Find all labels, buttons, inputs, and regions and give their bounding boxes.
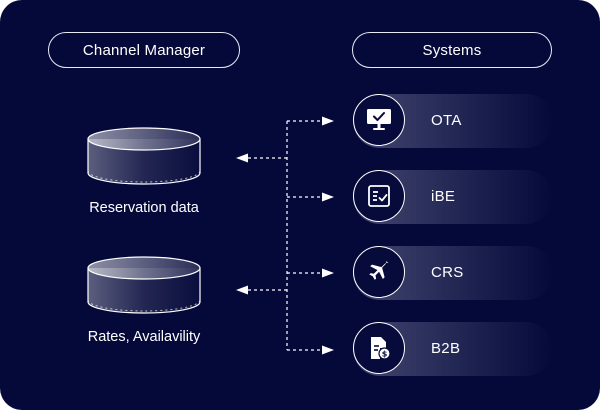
arrowhead-ota <box>322 116 334 126</box>
checklist-icon <box>353 170 405 222</box>
channel-manager-header: Channel Manager <box>48 32 240 68</box>
channel-manager-header-label: Channel Manager <box>82 41 206 59</box>
svg-text:$: $ <box>382 350 388 359</box>
arrowhead-reservation <box>236 153 248 163</box>
rates-availability-label: Rates, Availavility <box>87 329 201 345</box>
system-row-ibe: iBE <box>353 170 553 224</box>
systems-header-label: Systems <box>422 41 482 59</box>
airplane-icon <box>353 246 405 298</box>
system-row-b2b: $ B2B <box>353 322 553 376</box>
reservation-data-label: Reservation data <box>89 200 199 216</box>
database-rates-icon <box>87 256 201 314</box>
systems-header: Systems <box>352 32 552 68</box>
arrowhead-rates <box>236 285 248 295</box>
monitor-check-icon <box>353 94 405 146</box>
system-label-crs: CRS <box>431 264 464 281</box>
invoice-dollar-icon: $ <box>353 322 405 374</box>
database-reservation-icon <box>87 127 201 185</box>
system-label-b2b: B2B <box>431 340 461 357</box>
system-row-crs: CRS <box>353 246 553 300</box>
system-label-ibe: iBE <box>431 188 456 205</box>
arrowhead-b2b <box>322 345 334 355</box>
system-row-ota: OTA <box>353 94 553 148</box>
arrowhead-crs <box>322 268 334 278</box>
system-label-ota: OTA <box>431 112 462 129</box>
arrowhead-ibe <box>322 192 334 202</box>
